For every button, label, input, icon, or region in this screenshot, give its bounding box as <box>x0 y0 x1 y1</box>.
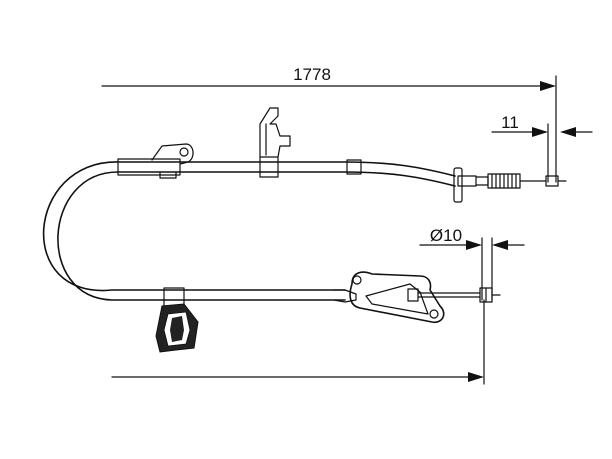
arrowhead-right <box>540 81 556 91</box>
lower-length-dimension <box>111 299 485 385</box>
cable-conduit <box>42 161 456 301</box>
upper-mounting-clip <box>117 143 194 179</box>
end-fitting-dimension: 11 <box>491 113 593 183</box>
upper-end-fitting <box>453 167 567 203</box>
bracket-hook <box>259 107 291 178</box>
bracket-hole-icon-2 <box>429 309 439 319</box>
end-fitting-label: 11 <box>501 113 519 132</box>
overall-length-label: 1778 <box>293 65 331 84</box>
lower-end-fitting <box>407 287 501 303</box>
conduit-ferrule <box>346 159 362 175</box>
triangular-bracket <box>349 271 445 324</box>
diameter-dimension: Ø10 <box>419 226 525 301</box>
overall-length-dimension: 1778 <box>101 65 557 183</box>
return-spring <box>487 173 521 189</box>
bracket-hole-icon <box>352 275 362 285</box>
diameter-label: Ø10 <box>430 226 462 245</box>
lower-ferrule <box>333 289 357 303</box>
rubber-grommet <box>155 303 199 353</box>
bolt-hole-icon <box>179 147 189 157</box>
